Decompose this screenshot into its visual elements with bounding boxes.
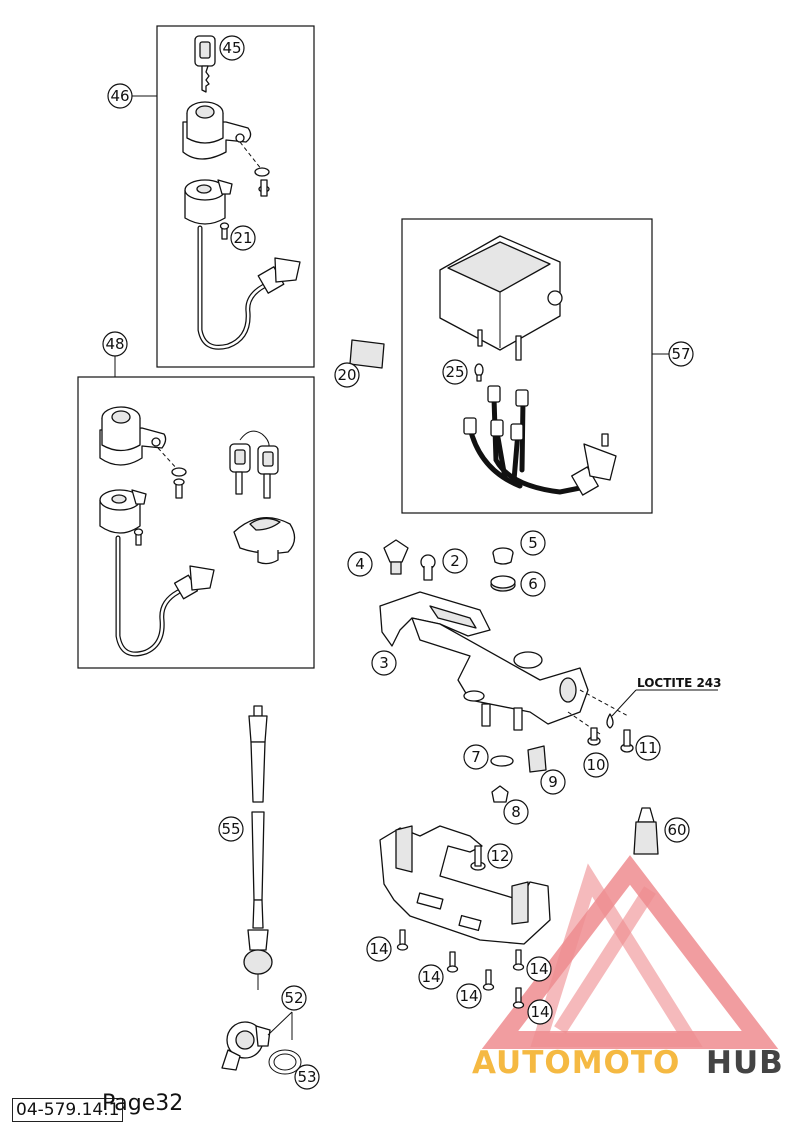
switch-48 (99, 489, 215, 657)
svg-text:3: 3 (379, 654, 389, 672)
callout-57: 57 (668, 341, 694, 367)
logo-text-automoto: AUTOMOTO (472, 1045, 680, 1081)
key-45 (194, 35, 216, 93)
screw-10 (587, 727, 601, 746)
svg-text:57: 57 (671, 345, 690, 363)
washer-7 (490, 755, 514, 767)
svg-text:12: 12 (490, 847, 509, 865)
frame-48 (77, 376, 315, 669)
callout-14-e: 14 (527, 999, 553, 1025)
svg-text:20: 20 (337, 366, 356, 384)
callout-8: 8 (503, 799, 529, 825)
callout-3: 3 (371, 650, 397, 676)
nut-4 (383, 539, 409, 575)
svg-text:60: 60 (667, 821, 686, 839)
callout-6: 6 (520, 571, 546, 597)
document-code: 04-579.14.1 (12, 1098, 124, 1122)
svg-text:21: 21 (233, 229, 252, 247)
callout-25: 25 (442, 359, 468, 385)
svg-text:46: 46 (110, 87, 129, 105)
callout-48: 48 (102, 331, 128, 357)
screw-11 (620, 729, 634, 753)
callout-14-c: 14 (526, 956, 552, 982)
callout-53: 53 (294, 1064, 320, 1090)
screw-2 (420, 554, 436, 581)
instrument-57 (439, 235, 563, 361)
callout-20: 20 (334, 362, 360, 388)
lower-bracket (379, 825, 551, 945)
loctite-note: LOCTITE 243 (637, 676, 722, 690)
bracket-20 (349, 339, 385, 369)
svg-text:6: 6 (528, 575, 538, 593)
svg-text:4: 4 (355, 555, 365, 573)
screw-21 (219, 222, 230, 240)
callout-2: 2 (442, 548, 468, 574)
callout-21: 21 (230, 225, 256, 251)
callout-4: 4 (347, 551, 373, 577)
frame-46 (156, 25, 315, 368)
svg-text:14: 14 (530, 1003, 549, 1021)
main-bracket-3 (379, 591, 589, 731)
svg-text:5: 5 (528, 534, 538, 552)
svg-text:7: 7 (471, 748, 481, 766)
svg-text:48: 48 (105, 335, 124, 353)
svg-text:53: 53 (297, 1068, 316, 1086)
instrument-harness (463, 385, 617, 496)
washer-and-screw (254, 167, 270, 197)
lock-cap-48 (233, 517, 296, 565)
callout-45: 45 (219, 35, 245, 61)
svg-text:8: 8 (511, 803, 521, 821)
ring-53 (268, 1049, 302, 1075)
svg-text:11: 11 (638, 739, 657, 757)
svg-text:14: 14 (529, 960, 548, 978)
speedo-cable-55 (243, 705, 273, 990)
ignition-switch (184, 179, 301, 350)
clip-9 (527, 745, 547, 773)
nut-8 (491, 785, 509, 803)
loctite-bottle-60 (633, 807, 659, 855)
logo-text-hub: HUB (706, 1045, 784, 1081)
svg-text:10: 10 (586, 756, 605, 774)
svg-text:45: 45 (222, 39, 241, 57)
rubber-6 (490, 575, 516, 592)
callout-12: 12 (487, 843, 513, 869)
keys-48 (229, 430, 279, 499)
page-label: Page32 (102, 1091, 184, 1116)
callout-5: 5 (520, 530, 546, 556)
frame-57 (401, 218, 653, 514)
svg-text:14: 14 (421, 968, 440, 986)
svg-text:9: 9 (548, 773, 558, 791)
loctite-drop (606, 713, 614, 729)
screws-14 (396, 929, 525, 1009)
callout-52: 52 (281, 985, 307, 1011)
svg-text:14: 14 (369, 940, 388, 958)
callout-10: 10 (583, 752, 609, 778)
callout-7: 7 (463, 744, 489, 770)
bulb-25 (474, 363, 484, 382)
callout-14-a: 14 (366, 936, 392, 962)
screw-12 (470, 845, 486, 871)
callout-55: 55 (218, 816, 244, 842)
ignition-lock-housing (182, 101, 252, 160)
svg-text:2: 2 (450, 552, 460, 570)
svg-text:25: 25 (445, 363, 464, 381)
rubber-5 (492, 547, 514, 565)
callout-60: 60 (664, 817, 690, 843)
automotohub-logo: AUTOMOTO HUB (472, 855, 784, 1081)
callout-14-b: 14 (418, 964, 444, 990)
callout-46: 46 (107, 83, 133, 109)
speedo-drive-52 (221, 1021, 271, 1071)
callout-11: 11 (635, 735, 661, 761)
lock-housing-48 (99, 406, 167, 466)
svg-text:14: 14 (459, 987, 478, 1005)
callout-9: 9 (540, 769, 566, 795)
svg-text:52: 52 (284, 989, 303, 1007)
svg-text:55: 55 (221, 820, 240, 838)
callout-14-d: 14 (456, 983, 482, 1009)
